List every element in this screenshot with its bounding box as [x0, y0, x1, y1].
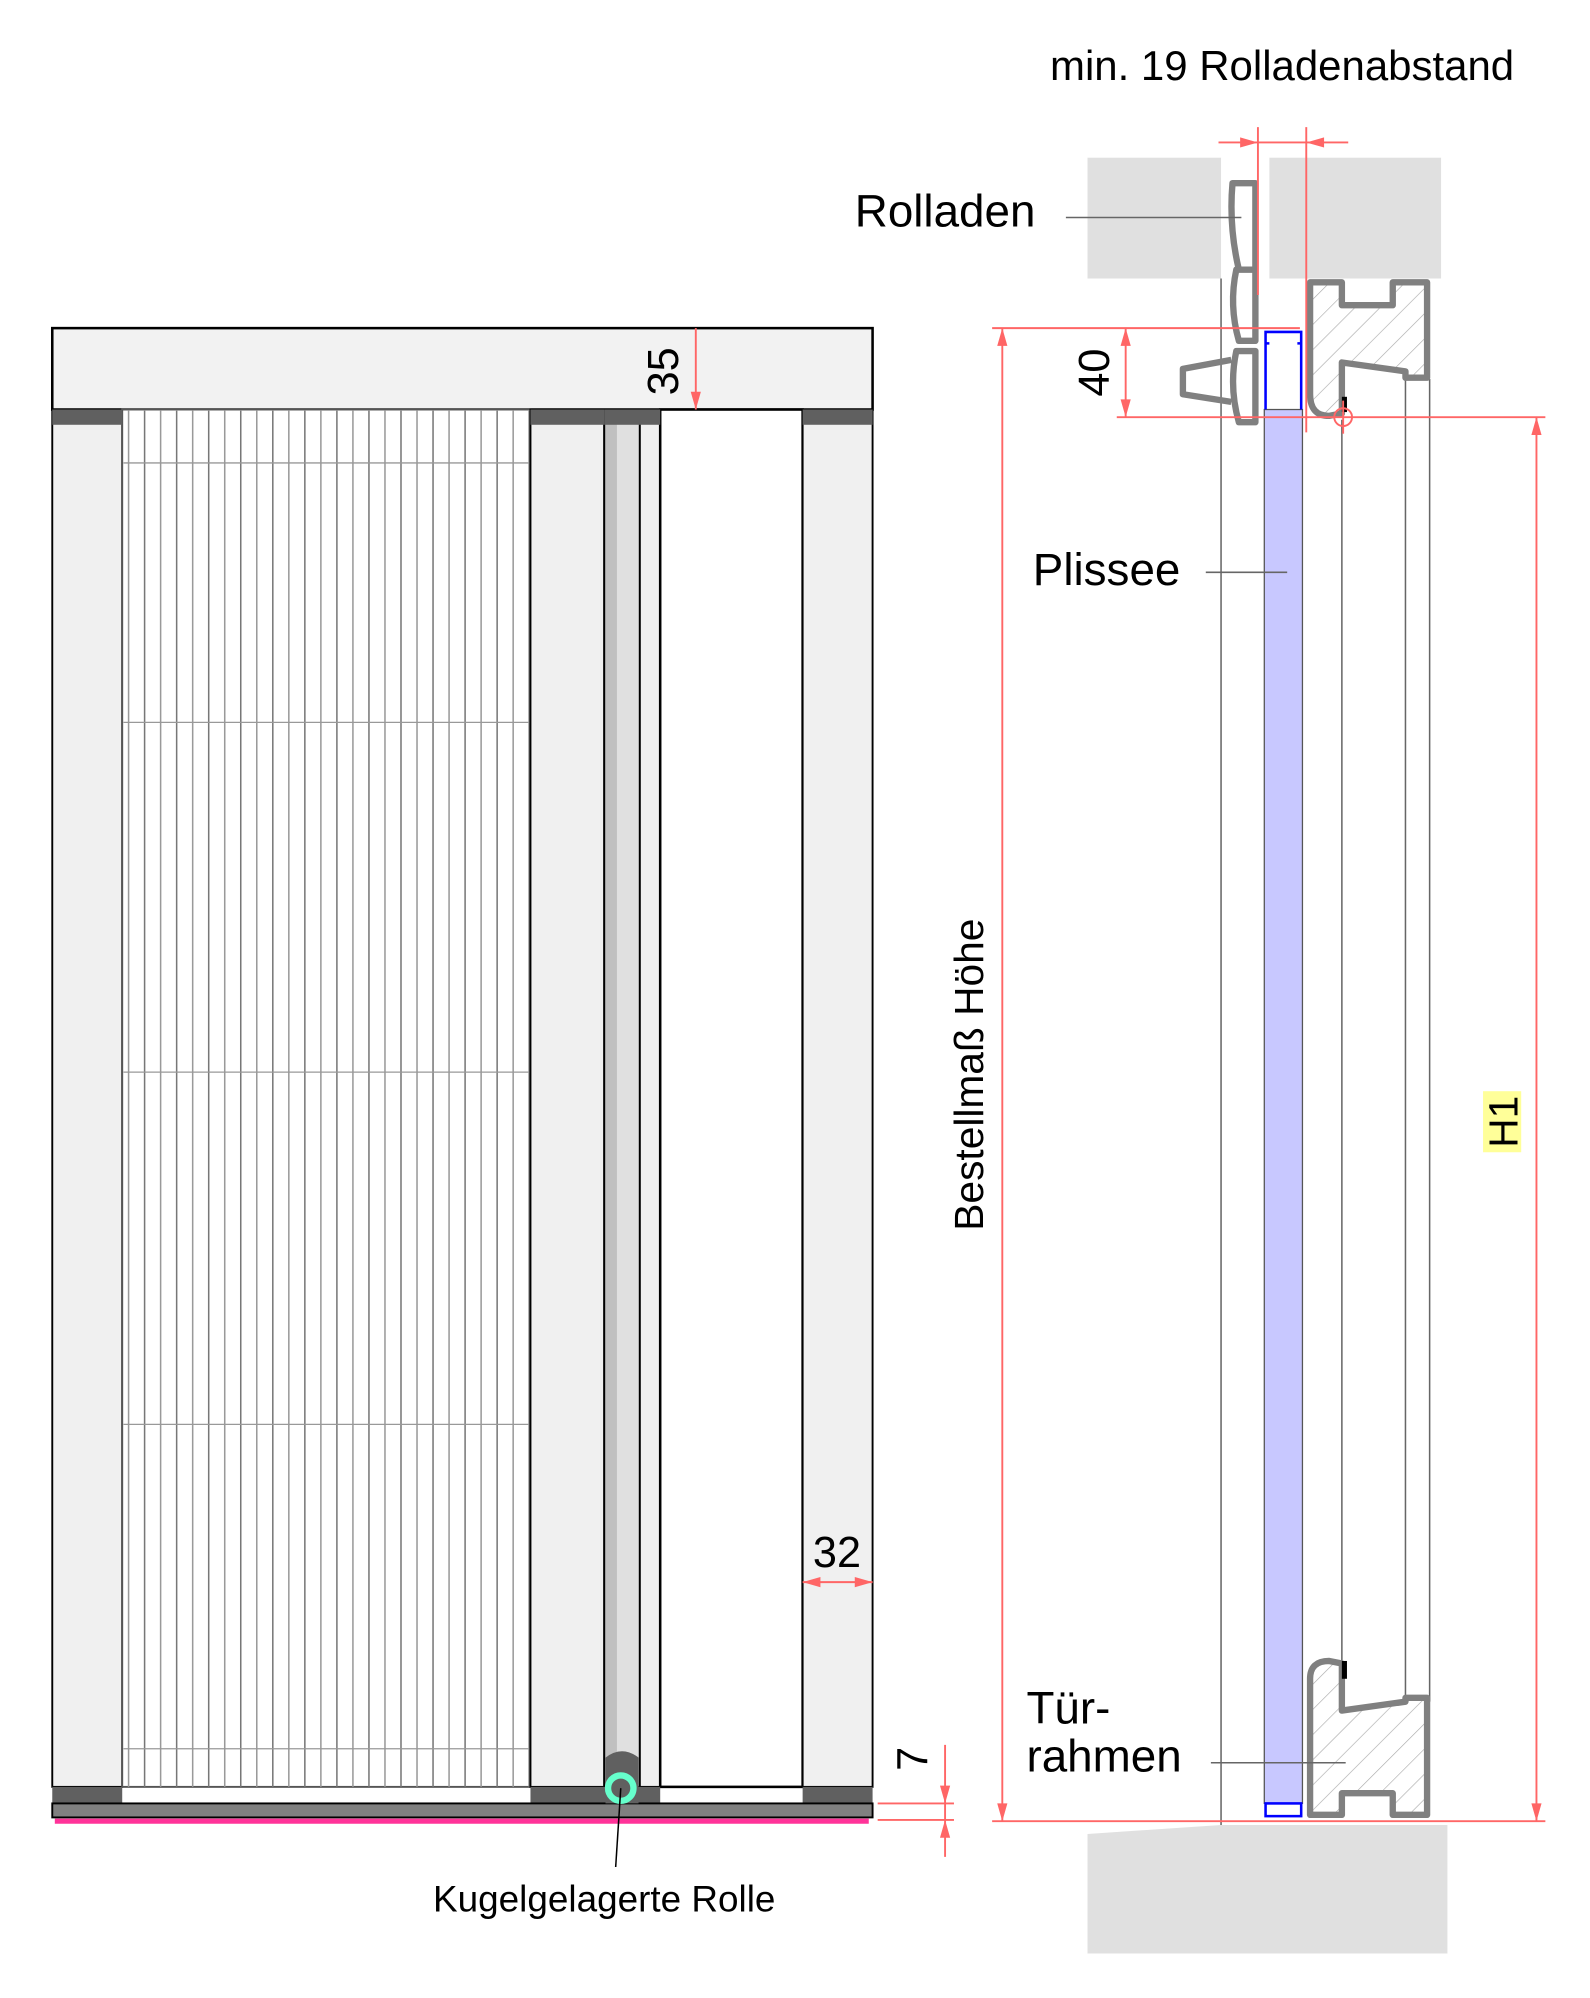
dim-side-stile: 32 [813, 1529, 861, 1577]
shutter-slat [1229, 266, 1259, 345]
bottom-band [52, 1786, 123, 1804]
plissee-section [1263, 408, 1304, 1805]
roller-icon [604, 1772, 637, 1805]
door-frame-top [1306, 279, 1431, 420]
front-view: Kugelgelagerte Rolle 35 32 7 [50, 326, 954, 1920]
label-tuerrahmen-1: Tür- [1026, 1682, 1110, 1733]
bottom-band [530, 1786, 661, 1804]
bottom-rail [51, 1802, 874, 1819]
top-band [604, 409, 661, 425]
dim-top-gap: 40 [1071, 349, 1119, 397]
right-stile [801, 408, 874, 1788]
label-tuerrahmen-2: rahmen [1026, 1731, 1181, 1782]
label-h1: H1 [1480, 1096, 1526, 1148]
dim-bottom: 7 [889, 1747, 937, 1771]
left-stile [51, 408, 124, 1788]
top-rail [50, 326, 874, 411]
top-band [802, 409, 873, 425]
label-rolladenabstand: min. 19 Rolladenabstand [1050, 42, 1514, 89]
shutter-slat [1179, 347, 1259, 426]
plissee-top-box [1264, 330, 1303, 410]
top-band [52, 409, 123, 425]
door-frame-bottom [1306, 1657, 1431, 1819]
bottom-band [802, 1786, 873, 1804]
middle-profile [529, 408, 606, 1788]
top-band [530, 409, 605, 425]
plissee-bottom-box [1264, 1802, 1303, 1818]
dim-top-rail: 35 [640, 347, 688, 395]
opening [658, 408, 804, 1789]
pleat-lines [123, 410, 530, 1787]
roller-label: Kugelgelagerte Rolle [433, 1879, 775, 1920]
roller-leader [614, 1788, 622, 1868]
label-bestellmass: Bestellmaß Höhe [946, 919, 992, 1231]
shutter-slat [1228, 179, 1259, 273]
floor-block [1087, 1825, 1448, 1954]
plissee-panel [121, 408, 532, 1788]
guide-bar [603, 408, 641, 1788]
h1-highlight [1483, 1091, 1522, 1153]
wall-block [1269, 157, 1442, 279]
guide-bar-edge [638, 408, 662, 1788]
section-view: Rolladen Plissee Tür- rahmen min. 19 Rol… [855, 42, 1546, 1954]
label-rolladen: Rolladen [855, 185, 1036, 236]
gasket [1341, 396, 1347, 413]
label-plissee: Plissee [1033, 544, 1181, 595]
gasket [1341, 1660, 1347, 1679]
